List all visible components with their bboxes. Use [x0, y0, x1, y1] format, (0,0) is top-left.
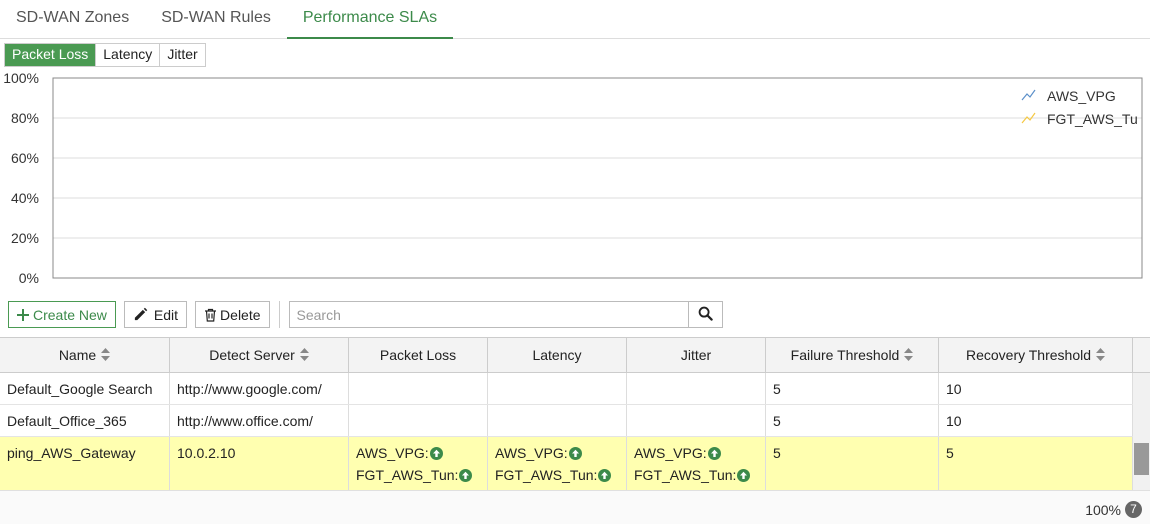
cell-detect-server: 10.0.2.10 [170, 437, 349, 490]
y-tick-label: 20% [11, 230, 39, 246]
cell-detect-server: http://www.google.com/ [170, 373, 349, 404]
legend-entry-label: AWS_VPG [1047, 88, 1116, 104]
column-header-failure-threshold[interactable]: Failure Threshold [766, 338, 939, 373]
sort-icon [1096, 339, 1106, 373]
row-count-badge: 7 [1125, 501, 1142, 518]
sort-icon [904, 339, 914, 373]
chart-svg: 100% 80% 60% 40% 20% 0% AWS_VPG FGT_AWS_Tu [3, 70, 1143, 286]
search-box [288, 301, 723, 328]
column-header-jitter[interactable]: Jitter [627, 338, 766, 373]
y-tick-label: 40% [11, 190, 39, 206]
sort-icon [101, 339, 111, 373]
legend-line-icon [1021, 112, 1036, 124]
create-new-button[interactable]: Create New [8, 301, 116, 328]
create-new-label: Create New [33, 306, 107, 323]
toolbar: Create New Edit Delete [8, 301, 723, 328]
legend-entry-label: FGT_AWS_Tu [1047, 111, 1138, 127]
search-icon [698, 306, 713, 324]
y-tick-label: 60% [11, 150, 39, 166]
cell-failure-threshold: 5 [766, 405, 939, 436]
y-tick-label: 0% [19, 270, 39, 286]
column-header-recovery-threshold[interactable]: Recovery Threshold [939, 338, 1133, 373]
delete-button[interactable]: Delete [195, 301, 270, 328]
cell-name: ping_AWS_Gateway [0, 437, 170, 490]
plus-icon [17, 308, 29, 321]
cell-recovery-threshold: 10 [939, 373, 1133, 404]
status-up-icon [429, 447, 443, 460]
table-scrollbar[interactable] [1133, 373, 1150, 490]
cell-detect-server: http://www.office.com/ [170, 405, 349, 436]
member-label: FGT_AWS_Tun: [356, 467, 459, 483]
subtab-jitter[interactable]: Jitter [159, 44, 204, 66]
zoom-level: 100% [1085, 501, 1121, 518]
cell-jitter [627, 373, 766, 404]
performance-chart: 100% 80% 60% 40% 20% 0% AWS_VPG FGT_AWS_Tu [0, 70, 1150, 290]
column-label: Latency [532, 347, 582, 363]
table-footer: 100% 7 [0, 490, 1150, 524]
cell-recovery-threshold: 10 [939, 405, 1133, 436]
subtab-packet-loss[interactable]: Packet Loss [5, 44, 96, 66]
edit-button[interactable]: Edit [123, 301, 188, 328]
sort-icon [299, 339, 309, 373]
cell-name: Default_Google Search [0, 373, 170, 404]
cell-recovery-threshold: 5 [939, 437, 1133, 490]
cell-name: Default_Office_365 [0, 405, 170, 436]
table-header: Name Detect Server Packet Loss Latency J… [0, 337, 1150, 373]
member-label: AWS_VPG: [495, 445, 568, 461]
edit-label: Edit [153, 306, 179, 323]
cell-packet-loss [349, 373, 488, 404]
y-tick-label: 80% [11, 110, 39, 126]
search-input[interactable] [289, 302, 688, 327]
status-up-icon [459, 469, 473, 482]
column-header-detect-server[interactable]: Detect Server [170, 338, 349, 373]
chart-plot-area [52, 77, 1143, 279]
member-label: AWS_VPG: [356, 445, 429, 461]
table-row-selected[interactable]: ping_AWS_Gateway 10.0.2.10 AWS_VPG: FGT_… [0, 437, 1150, 491]
toolbar-divider [278, 301, 280, 328]
status-up-icon [707, 447, 721, 460]
member-label: FGT_AWS_Tun: [634, 467, 737, 483]
column-label: Packet Loss [379, 347, 457, 363]
cell-latency: AWS_VPG: FGT_AWS_Tun: [488, 437, 627, 490]
cell-jitter: AWS_VPG: FGT_AWS_Tun: [627, 437, 766, 490]
cell-failure-threshold: 5 [766, 373, 939, 404]
tab-sd-wan-zones[interactable]: SD-WAN Zones [16, 9, 130, 26]
metric-sub-tabs: Packet Loss Latency Jitter [4, 43, 206, 67]
member-label: FGT_AWS_Tun: [495, 467, 598, 483]
table-row[interactable]: Default_Office_365 http://www.office.com… [0, 405, 1150, 437]
main-nav-tabs: SD-WAN Zones SD-WAN Rules Performance SL… [0, 0, 1150, 39]
cell-packet-loss: AWS_VPG: FGT_AWS_Tun: [349, 437, 488, 490]
tab-sd-wan-rules[interactable]: SD-WAN Rules [161, 9, 271, 26]
table-row[interactable]: Default_Google Search http://www.google.… [0, 373, 1150, 405]
sla-table: Name Detect Server Packet Loss Latency J… [0, 337, 1150, 491]
status-up-icon [737, 469, 751, 482]
search-button[interactable] [687, 302, 722, 327]
column-header-packet-loss[interactable]: Packet Loss [349, 338, 488, 373]
zoom-indicator: 100% 7 [1085, 501, 1142, 518]
column-header-name[interactable]: Name [0, 338, 170, 373]
delete-label: Delete [220, 306, 261, 323]
cell-packet-loss [349, 405, 488, 436]
tab-performance-slas[interactable]: Performance SLAs [286, 0, 454, 39]
cell-latency [488, 405, 627, 436]
column-label: Failure Threshold [790, 347, 900, 363]
cell-failure-threshold: 5 [766, 437, 939, 490]
cell-latency [488, 373, 627, 404]
column-label: Name [58, 347, 97, 363]
trash-icon [204, 308, 217, 322]
column-label: Recovery Threshold [965, 347, 1092, 363]
legend-line-icon [1021, 89, 1036, 101]
column-header-latency[interactable]: Latency [488, 338, 627, 373]
column-header-spacer [1133, 338, 1150, 373]
scrollbar-thumb[interactable] [1134, 443, 1149, 475]
pencil-icon [133, 307, 148, 322]
status-up-icon [598, 469, 612, 482]
subtab-latency[interactable]: Latency [95, 44, 159, 66]
y-tick-label: 100% [3, 70, 39, 86]
status-up-icon [568, 447, 582, 460]
member-label: AWS_VPG: [634, 445, 707, 461]
column-label: Jitter [680, 347, 712, 363]
column-label: Detect Server [209, 347, 295, 363]
cell-jitter [627, 405, 766, 436]
